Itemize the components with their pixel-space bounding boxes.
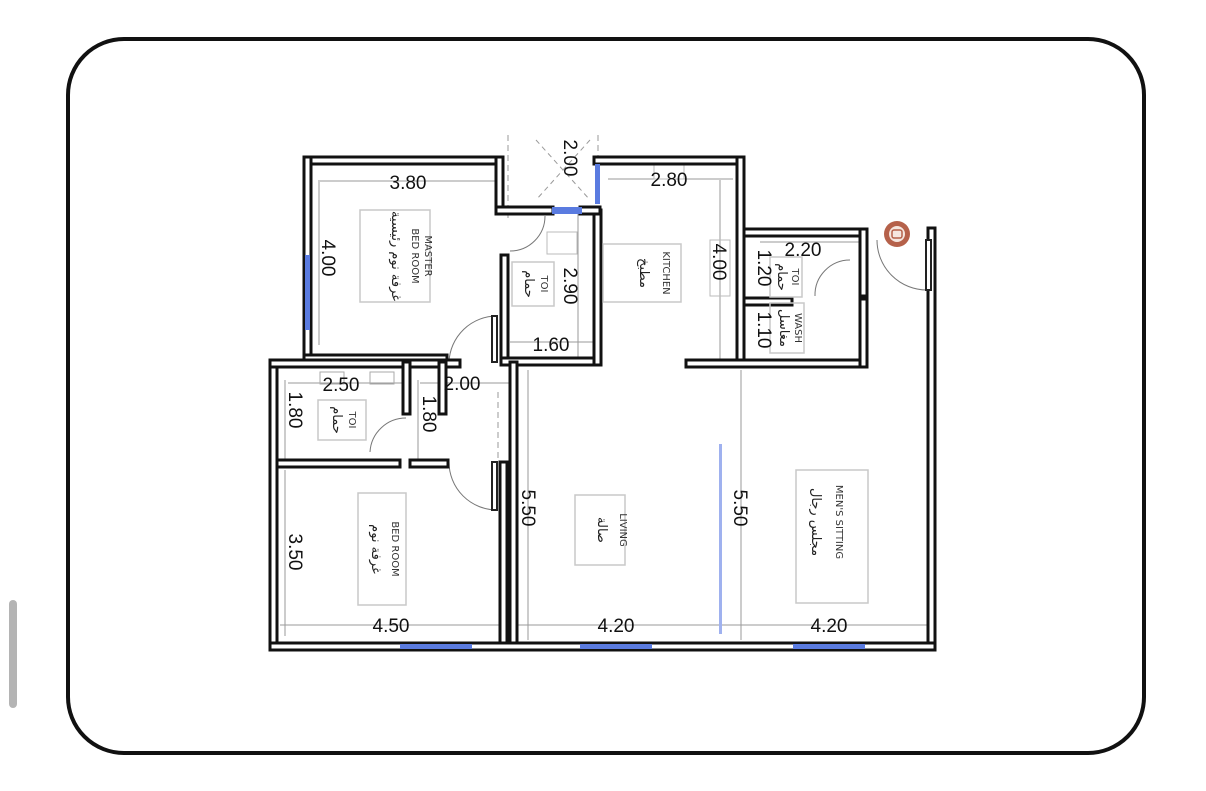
dim-living-height: 5.50 (517, 490, 538, 527)
dim-toilet1-width: 1.60 (533, 335, 570, 356)
entrance-marker-icon (884, 221, 910, 247)
room-master-en2: BED ROOM (409, 228, 420, 283)
door-leafs (491, 239, 932, 511)
label-boxes (317, 209, 869, 606)
room-toilet1-ar: حمام (521, 270, 536, 298)
dim-toilet2-width: 2.20 (785, 240, 822, 261)
dim-corridor-width: 2.00 (444, 374, 481, 395)
door-swings (319, 164, 928, 511)
dimension-lines (280, 135, 935, 640)
dim-toilet3-height: 1.80 (284, 392, 305, 429)
dim-master-height: 4.00 (317, 240, 338, 277)
room-wash-ar: مغاسل (776, 309, 791, 347)
room-kitchen-en: KITCHEN (660, 251, 671, 294)
dim-kitchen-height: 4.00 (708, 244, 729, 281)
dim-living-width: 4.20 (598, 616, 635, 637)
room-bedroom-ar: غرفة نوم (368, 524, 383, 574)
room-master-ar: غرفة نوم رئيسية (388, 211, 403, 301)
room-toilet1-en: TOI (538, 275, 549, 293)
room-bedroom-en: BED ROOM (389, 521, 400, 576)
dim-wash-height: 1.10 (753, 312, 774, 349)
room-sitting-ar: مجلس رجال (808, 488, 823, 556)
walls (268, 155, 937, 652)
room-master-en1: MASTER (422, 235, 433, 276)
dim-corridor-height: 1.80 (418, 396, 439, 433)
windows (305, 164, 865, 649)
dim-sitting-width: 4.20 (811, 616, 848, 637)
dim-toilet1-height: 2.90 (559, 268, 580, 305)
dim-bedroom-height: 3.50 (284, 534, 305, 571)
room-toilet2-ar: حمام (774, 263, 789, 291)
room-kitchen-ar: مطبخ (636, 258, 651, 288)
room-living-ar: صالة (594, 517, 609, 543)
room-toilet3-en: TOI (346, 411, 357, 429)
room-wash-en: WASH (792, 313, 803, 343)
room-sitting-en: MEN'S SITTING (833, 485, 844, 559)
dim-corridor-top: 2.00 (559, 140, 580, 177)
room-toilet3-ar: حمام (329, 406, 344, 434)
scroll-handle[interactable] (9, 600, 17, 708)
dim-toilet3-width: 2.50 (323, 375, 360, 396)
dim-master-width: 3.80 (390, 173, 427, 194)
dim-sitting-height: 5.50 (729, 490, 750, 527)
dim-kitchen-width: 2.80 (651, 170, 688, 191)
room-toilet2-en: TOI (789, 268, 800, 286)
room-living-en: LIVING (617, 513, 628, 547)
room-labels: MASTER BED ROOM غرفة نوم رئيسية TOI حمام… (329, 211, 844, 577)
dim-bedroom-width: 4.50 (373, 616, 410, 637)
dim-toilet2-height: 1.20 (753, 250, 774, 287)
